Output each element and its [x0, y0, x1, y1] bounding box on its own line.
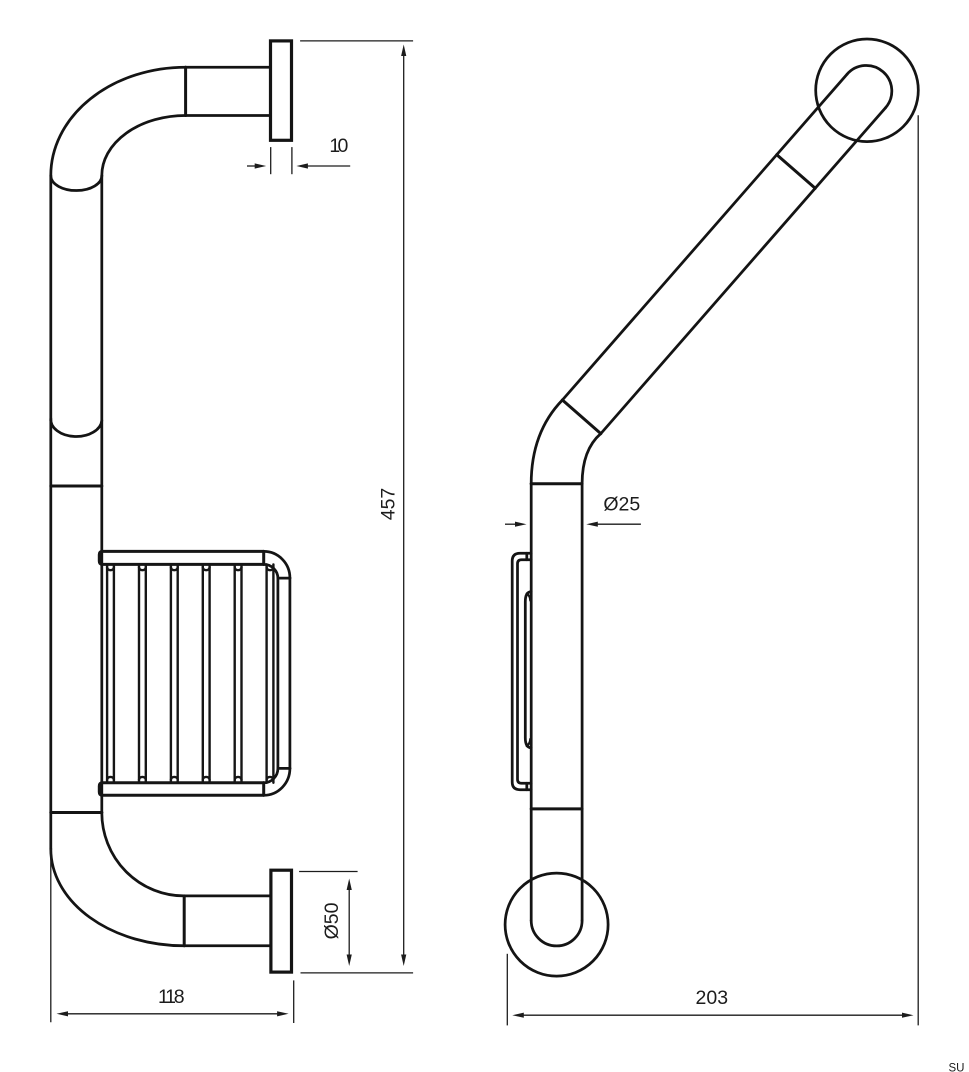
- svg-text:Ø50: Ø50: [321, 902, 343, 939]
- svg-text:203: 203: [696, 987, 729, 1009]
- svg-text:457: 457: [378, 488, 400, 521]
- svg-text:SU: SU: [949, 1063, 965, 1072]
- svg-text:118: 118: [158, 986, 185, 1008]
- svg-text:10: 10: [329, 135, 348, 157]
- svg-text:Ø25: Ø25: [603, 493, 640, 515]
